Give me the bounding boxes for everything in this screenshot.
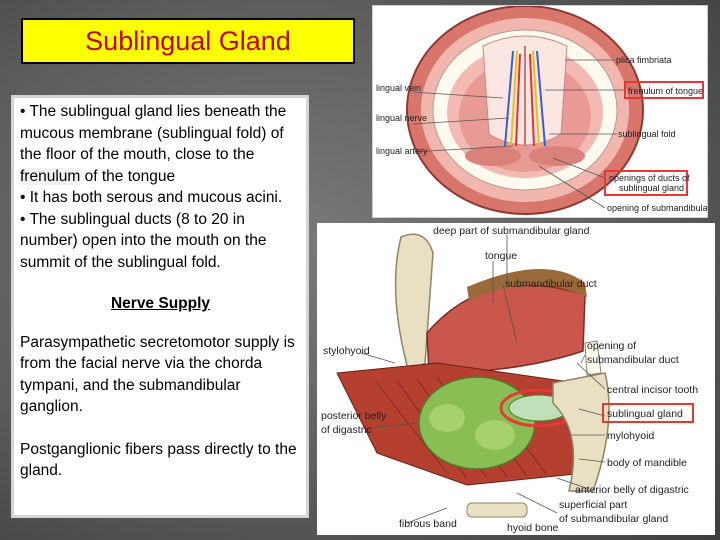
label-tongue: tongue: [485, 250, 517, 262]
label-sublingual-fold: sublingual fold: [618, 129, 676, 139]
content-text-box: • The sublingual gland lies beneath the …: [11, 95, 309, 518]
label-posterior-belly-2: of digastric: [321, 424, 372, 436]
slide-title-box: Sublingual Gland: [21, 18, 355, 64]
bullet-acini: • It has both serous and mucous acini.: [20, 189, 283, 206]
label-frenulum: frenulum of tongue: [628, 86, 703, 96]
mouth-floor-illustration: plica fimbriata lingual vein frenulum of…: [376, 6, 708, 215]
label-mylohyoid: mylohyoid: [607, 430, 654, 442]
nerve-paragraph-2: Postganglionic fibers pass directly to t…: [20, 440, 297, 480]
slide-title: Sublingual Gland: [85, 25, 291, 56]
bullet-location-text: • The sublingual gland lies beneath the …: [20, 103, 287, 163]
nerve-supply-heading: Nerve Supply: [110, 295, 211, 312]
label-opening-line2: submandibular duct: [587, 354, 679, 366]
label-submandibular-duct: submandibular duct: [505, 278, 597, 290]
nerve-paragraph-1: Parasympathetic secretomotor supply is f…: [20, 333, 295, 416]
label-lingual-vein: lingual vein: [376, 83, 421, 93]
sublingual-gland-label-box: [602, 403, 694, 423]
label-lingual-nerve: lingual nerve: [376, 113, 427, 123]
label-anterior-belly: anterior belly of digastric: [575, 484, 689, 496]
lateral-view-illustration: deep part of submandibular gland tongue …: [321, 225, 698, 534]
label-superficial-1: superficial part: [559, 499, 627, 511]
label-hyoid-bone: hyoid bone: [507, 522, 559, 534]
frenulum-label-box: [624, 81, 704, 99]
label-posterior-belly-1: posterior belly: [321, 410, 387, 422]
lateral-view-figure: deep part of submandibular gland tongue …: [317, 223, 715, 535]
label-lingual-artery: lingual artery: [376, 146, 428, 156]
label-deep-part: deep part of submandibular gland: [433, 225, 590, 237]
label-sublingual-gland: sublingual gland: [607, 408, 683, 420]
label-submandibular-opening: opening of submandibular duct: [607, 203, 708, 213]
bullet-ducts: • The sublingual ducts (8 to 20 in numbe…: [20, 210, 267, 271]
frenulum-highlight: frenulum: [20, 167, 81, 185]
label-openings-line2: sublingual gland: [619, 183, 684, 193]
bullet-location: • The sublingual gland lies beneath the …: [20, 101, 301, 187]
label-central-incisor: central incisor tooth: [607, 384, 698, 396]
label-fibrous-band: fibrous band: [399, 518, 457, 530]
label-stylohyoid: stylohyoid: [323, 345, 370, 357]
label-body-mandible: body of mandible: [607, 457, 687, 469]
openings-label-box: [604, 170, 688, 196]
bullet-location-end: of the tongue: [80, 167, 176, 185]
label-superficial-2: of submandibular gland: [559, 513, 668, 525]
label-plica-fimbriata: plica fimbriata: [616, 55, 672, 65]
mouth-floor-figure: plica fimbriata lingual vein frenulum of…: [372, 5, 708, 218]
label-opening-line1: opening of: [587, 340, 636, 352]
label-openings-line1: openings of ducts of: [609, 173, 690, 183]
